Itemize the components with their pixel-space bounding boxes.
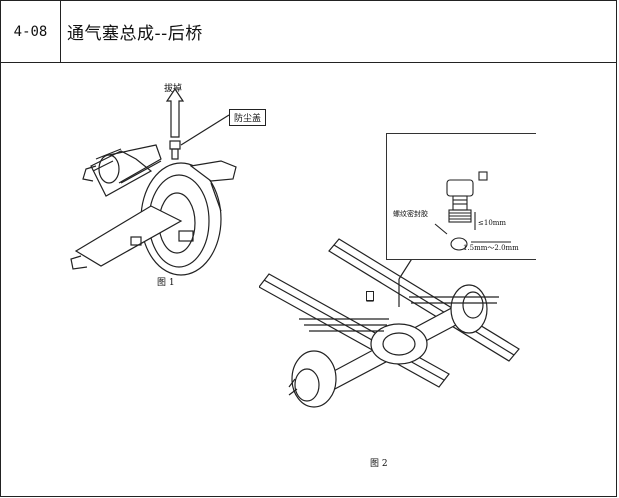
figure-1-caption: 图 1 [157, 278, 175, 288]
thread-sealant-label: 螺纹密封胶 [393, 210, 428, 218]
figure-2-chassis-axle [259, 223, 520, 408]
page-title: 通气塞总成--后桥 [67, 24, 203, 44]
dimension-max-length: ≤10mm [478, 219, 507, 227]
section-code: 4-08 [1, 1, 61, 62]
figure-1-axle-housing [70, 87, 237, 276]
breather-detail-drawing [434, 171, 511, 251]
figure-2-caption: 图 2 [370, 459, 388, 469]
figure-2-marker-tag [366, 291, 375, 301]
breather-detail-inset [386, 133, 536, 260]
up-arrow-icon [165, 87, 185, 138]
page-header: 4-08 通气塞总成--后桥 [1, 1, 616, 63]
dust-cap-callout: 防尘盖 [229, 109, 267, 126]
dimension-gap: 1.5mm～2.0mm [463, 244, 519, 252]
remove-label: 拔掉 [164, 84, 183, 94]
